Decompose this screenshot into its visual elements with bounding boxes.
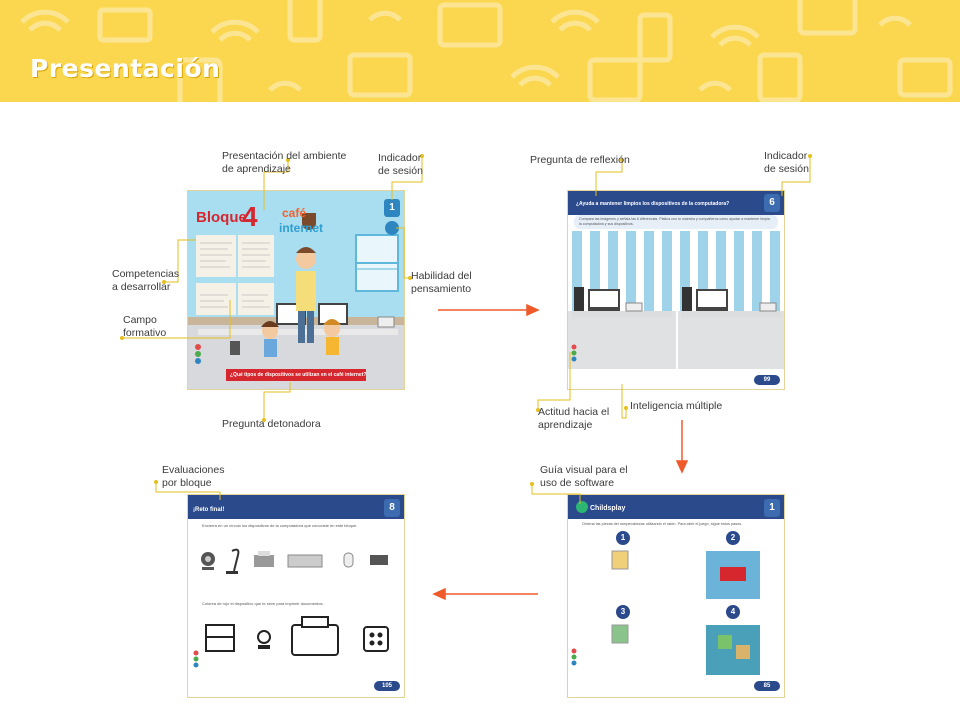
trigger-question: ¿Qué tipos de dispositivos se utilizan e… — [226, 369, 366, 381]
label-line: a desarrollar — [112, 281, 171, 293]
step-4-badge: 4 — [726, 605, 740, 619]
page-thumbnail-presentacion: Bloque 4 café internet 1 ¿Qué tipos de d… — [187, 190, 405, 390]
software-instruction: Ordena las piezas del rompecabezas utili… — [582, 522, 743, 526]
label-line: por bloque — [162, 477, 212, 489]
label-line: Presentación del ambiente — [222, 150, 347, 162]
page-title: Presentación — [30, 54, 221, 83]
page-thumbnail-software-guide: Childsplay 1 Ordena las piezas del rompe… — [567, 494, 785, 698]
label-line: Indicador — [764, 150, 808, 162]
reflection-question: ¿Ayuda a mantener limpios los dispositiv… — [576, 201, 730, 207]
label-habilidad: Habilidad del pensamiento — [411, 270, 472, 296]
reto-title: ¡Reto final! — [193, 507, 225, 513]
banner-device-pattern — [20, 0, 953, 102]
label-line: Campo — [123, 314, 157, 326]
page-number: 99 — [754, 375, 780, 385]
label-line: de sesión — [378, 165, 423, 177]
session-indicator: 1 — [384, 199, 400, 217]
label-line: aprendizaje — [538, 419, 593, 431]
reto-instruction-1: Encierra en un círculo los dispositivos … — [202, 523, 358, 528]
reflection-instruction: Compara las imágenes y señala las 6 dife… — [574, 215, 778, 229]
label-line: Evaluaciones — [162, 464, 225, 476]
label-actitud: Actitud hacia el aprendizaje — [538, 406, 609, 432]
label-indicador-sesion-2: Indicador de sesión — [764, 150, 809, 176]
label-evaluaciones: Evaluaciones por bloque — [162, 464, 224, 490]
label-line: Inteligencia múltiple — [630, 400, 723, 412]
label-presentacion-ambiente: Presentación del ambiente de aprendizaje — [222, 150, 346, 176]
reto-header — [188, 495, 404, 519]
label-line: Guía visual para el — [540, 464, 628, 476]
step-1-badge: 1 — [616, 531, 630, 545]
page-number: 105 — [374, 681, 400, 691]
page-thumbnail-reflexion: ¿Ayuda a mantener limpios los dispositiv… — [567, 190, 785, 390]
label-line: Actitud hacia el — [538, 406, 610, 418]
devices-illustration — [193, 548, 389, 668]
session-indicator: 6 — [764, 194, 780, 212]
label-line: pensamiento — [411, 283, 472, 295]
bloque-label: Bloque — [196, 209, 247, 226]
reto-instruction-2: Colorea de rojo el dispositivo que te si… — [202, 601, 324, 606]
label-line: Habilidad del — [411, 270, 472, 282]
session-indicator: 1 — [764, 499, 780, 517]
label-line: Competencias — [112, 268, 180, 280]
software-screens-illustration — [571, 550, 760, 675]
software-app-icon — [576, 501, 588, 513]
label-pregunta-detonadora: Pregunta detonadora — [222, 418, 321, 431]
label-competencias: Competencias a desarrollar — [112, 268, 179, 294]
internet-title: internet — [279, 221, 324, 235]
label-line: Indicador — [378, 152, 422, 164]
cafe-title: café — [282, 206, 307, 220]
label-line: Pregunta detonadora — [222, 418, 321, 430]
software-header — [568, 495, 784, 519]
step-3-badge: 3 — [616, 605, 630, 619]
session-indicator: 8 — [384, 499, 400, 517]
label-guia-visual: Guía visual para el uso de software — [540, 464, 628, 490]
header-banner: Presentación — [0, 0, 960, 102]
page-number: 85 — [754, 681, 780, 691]
software-title: Childsplay — [590, 505, 626, 512]
label-line: uso de software — [540, 477, 615, 489]
label-inteligencia: Inteligencia múltiple — [630, 400, 722, 413]
label-pregunta-reflexion: Pregunta de reflexión — [530, 154, 630, 167]
label-indicador-sesion-1: Indicador de sesión — [378, 152, 423, 178]
label-line: de sesión — [764, 163, 809, 175]
label-line: formativo — [123, 327, 167, 339]
bloque-number: 4 — [242, 201, 258, 232]
label-line: de aprendizaje — [222, 163, 291, 175]
page-thumbnail-reto-final: ¡Reto final! 8 Encierra en un círculo lo… — [187, 494, 405, 698]
label-campo-formativo: Campo formativo — [123, 314, 166, 340]
label-line: Pregunta de reflexión — [530, 154, 630, 166]
thinking-skill-icon — [385, 221, 399, 235]
step-2-badge: 2 — [726, 531, 740, 545]
